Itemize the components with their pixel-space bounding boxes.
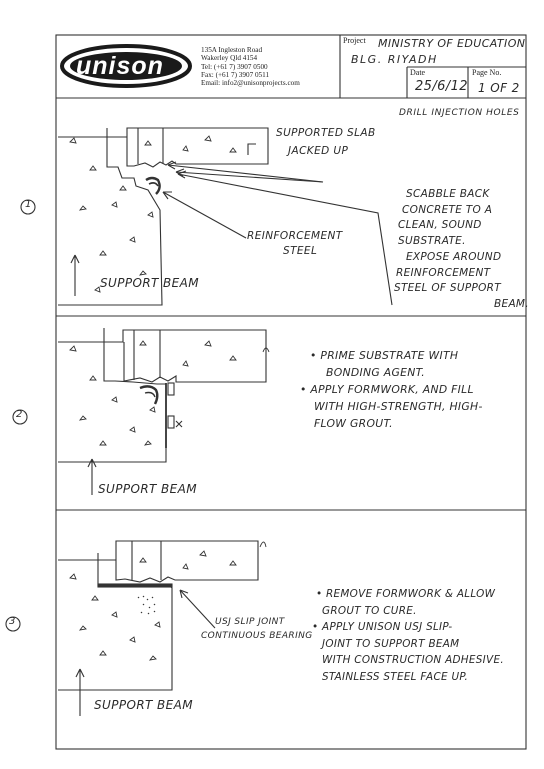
step1-label-reinf-2: STEEL <box>283 245 318 257</box>
step2-number: 2 <box>16 409 23 420</box>
step1-notes: SCABBLE BACK CONCRETE TO A CLEAN, SOUND … <box>394 188 529 310</box>
step1-support-label: SUPPORT BEAM <box>100 276 199 290</box>
logo-wordmark: unison <box>76 52 164 80</box>
step2-support-label: SUPPORT BEAM <box>98 482 197 496</box>
step3-diagram <box>5 540 267 716</box>
step1-label-slab-1: SUPPORTED SLAB <box>276 127 376 139</box>
sheet-border <box>55 34 527 750</box>
project-building: BLG. RIYADH <box>351 53 438 66</box>
step1-label-slab-2: JACKED UP <box>288 145 349 157</box>
step2-diagram <box>12 328 270 495</box>
project-label: Project <box>343 36 366 45</box>
step3-label-joint-2: CONTINUOUS BEARING <box>201 631 313 641</box>
step1-number: 1 <box>25 199 32 210</box>
drawing-subtitle: DRILL INJECTION HOLES <box>399 108 520 118</box>
step3-number: 3 <box>9 616 16 627</box>
company-address: 135A Ingleston Road Wakerley Qld 4154 Te… <box>201 46 300 88</box>
page-no-label: Page No. <box>472 68 502 77</box>
project-name: MINISTRY OF EDUCATION <box>378 37 526 50</box>
step3-label-joint-1: USJ SLIP JOINT <box>215 617 285 627</box>
step1-diagram <box>20 127 393 306</box>
page-no-value: 1 OF 2 <box>478 81 520 95</box>
step2-notes: • PRIME SUBSTRATE WITH BONDING AGENT. • … <box>300 349 483 430</box>
date-value: 25/6/12 <box>415 79 468 94</box>
step3-notes: • REMOVE FORMWORK & ALLOW GROUT TO CURE.… <box>312 588 504 683</box>
step3-support-label: SUPPORT BEAM <box>94 698 193 712</box>
date-label: Date <box>410 68 426 77</box>
step1-label-reinf-1: REINFORCEMENT <box>247 230 343 242</box>
unison-logo <box>60 44 192 88</box>
